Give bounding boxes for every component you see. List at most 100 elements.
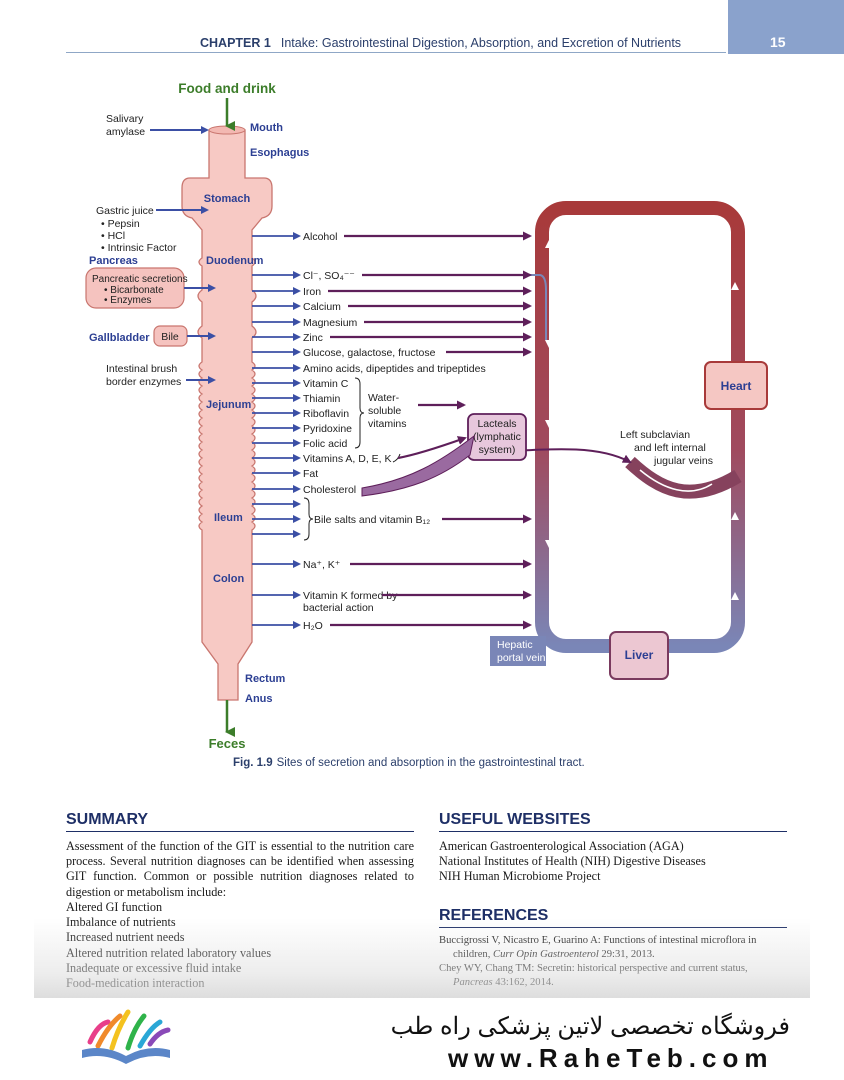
- reference-citation: 29:31, 2013.: [598, 949, 655, 960]
- watermark-persian: فروشگاه تخصصی لاتین پزشکی راه طب: [390, 1013, 790, 1040]
- liver-box: [609, 631, 669, 680]
- gastric-juice-title: Gastric juice: [96, 205, 154, 217]
- reference-journal: Curr Opin Gastroenterol: [493, 949, 599, 960]
- bile-label: Bile: [161, 331, 179, 343]
- heart-box: [704, 361, 768, 410]
- reference-journal: Pancreas: [453, 977, 493, 988]
- water-soluble-label-2: soluble: [368, 405, 401, 417]
- food-and-drink-label: Food and drink: [178, 81, 276, 96]
- list-item: Food-medication interaction: [66, 976, 205, 991]
- anus-label: Anus: [245, 693, 273, 705]
- zinc-label: Zinc: [303, 332, 323, 344]
- pancreatic-title: Pancreatic secretions: [92, 274, 188, 285]
- list-item: Altered nutrition related laboratory val…: [66, 945, 272, 960]
- portal-vein-label-2: portal vein: [497, 652, 546, 664]
- gastric-item-pepsin: • Pepsin: [101, 218, 140, 230]
- reference-item: Buccigrossi V, Nicastro E, Guarino A: Fu…: [439, 934, 789, 962]
- bile-salts-label: Bile salts and vitamin B₁₂: [314, 514, 430, 526]
- sugars-label: Glucose, galactose, fructose: [303, 347, 436, 359]
- website-item: NIH Human Microbiome Project: [439, 869, 601, 884]
- jejunum-label: Jejunum: [206, 399, 251, 411]
- list-item: Altered GI function: [66, 900, 163, 914]
- fat-label: Fat: [303, 468, 318, 480]
- amino-acids-label: Amino acids, dipeptides and tripeptides: [303, 363, 486, 375]
- magnesium-label: Magnesium: [303, 317, 358, 329]
- website-item: National Institutes of Health (NIH) Dige…: [439, 854, 706, 869]
- gastric-item-intrinsic: • Intrinsic Factor: [101, 242, 177, 254]
- page-number: 15: [770, 34, 786, 50]
- liver-label: Liver: [625, 648, 654, 662]
- ileum-label: Ileum: [214, 512, 243, 524]
- feces-label: Feces: [209, 736, 246, 751]
- subclavian-label-3: jugular veins: [653, 455, 713, 467]
- mouth-label: Mouth: [250, 122, 283, 134]
- vitamin-c-label: Vitamin C: [303, 378, 349, 390]
- websites-list: American Gastroenterological Association…: [439, 839, 789, 885]
- references-heading: REFERENCES: [439, 907, 549, 924]
- header-rule: [66, 52, 726, 53]
- list-item: Increased nutrient needs: [66, 930, 185, 945]
- lacteals-box: [467, 413, 527, 461]
- lacteals-label-1: Lacteals: [477, 418, 516, 430]
- rectum-label: Rectum: [245, 673, 286, 685]
- list-item: Imbalance of nutrients: [66, 915, 176, 930]
- calcium-label: Calcium: [303, 301, 341, 313]
- page-number-tab: [728, 0, 844, 54]
- heart-label: Heart: [721, 379, 752, 393]
- cholesterol-label: Cholesterol: [303, 484, 356, 496]
- subclavian-label-2: and left internal: [634, 442, 706, 454]
- stomach-label: Stomach: [204, 193, 251, 205]
- pancreas-label: Pancreas: [89, 255, 138, 267]
- riboflavin-label: Riboflavin: [303, 408, 349, 420]
- gastric-item-hcl: • HCl: [101, 230, 125, 242]
- gi-tract: [181, 129, 273, 701]
- list-item: Inadequate or excessive fluid intake: [66, 960, 242, 975]
- summary-rule: [66, 831, 414, 832]
- websites-heading: USEFUL WEBSITES: [439, 811, 591, 828]
- water-soluble-label-1: Water-: [368, 392, 400, 404]
- reference-text: Chey WY, Chang TM: Secretin: historical …: [439, 963, 748, 974]
- figure-caption-text: Sites of secretion and absorption in the…: [276, 757, 585, 769]
- salivary-label-1: Salivary: [106, 113, 144, 125]
- colon-label: Colon: [213, 573, 244, 585]
- figure-number: Fig. 1.9: [233, 757, 273, 769]
- chloride-label: Cl⁻, SO₄⁻⁻: [303, 270, 355, 282]
- gi-absorption-figure: Heart Liver Hepatic portal vein Lacteals…: [85, 81, 768, 751]
- running-head: CHAPTER 1 Intake: Gastrointestinal Digest…: [200, 36, 681, 50]
- salivary-label-2: amylase: [106, 126, 145, 138]
- duodenum-label: Duodenum: [206, 255, 264, 267]
- flow-arrows: [555, 221, 725, 633]
- gallbladder-label: Gallbladder: [89, 332, 150, 344]
- website-item: American Gastroenterological Association…: [439, 839, 684, 853]
- vitamin-k-label-2: bacterial action: [303, 602, 374, 614]
- summary-heading: SUMMARY: [66, 811, 149, 828]
- pancreatic-item-bicarbonate: • Bicarbonate: [104, 285, 164, 296]
- websites-rule: [439, 831, 787, 832]
- folic-acid-label: Folic acid: [303, 438, 348, 450]
- references-list: Buccigrossi V, Nicastro E, Guarino A: Fu…: [439, 934, 789, 990]
- lacteals-label-2: (lymphatic: [473, 431, 521, 443]
- sodium-potassium-label: Na⁺, K⁺: [303, 559, 341, 571]
- chapter-title: Intake: Gastrointestinal Digestion, Abso…: [280, 36, 682, 50]
- water-label: H₂O: [303, 620, 323, 632]
- vitamin-k-label-1: Vitamin K formed by: [303, 590, 398, 602]
- reference-item: Chey WY, Chang TM: Secretin: historical …: [439, 962, 789, 990]
- portal-vein-label-1: Hepatic: [497, 639, 533, 651]
- brush-border-label-2: border enzymes: [106, 376, 181, 388]
- summary-list: Altered GI function Imbalance of nutrien…: [66, 900, 414, 991]
- brush-border-label-1: Intestinal brush: [106, 363, 177, 375]
- circulation-loop: [535, 201, 745, 653]
- fat-to-lacteals: [361, 434, 475, 497]
- reference-citation: 43:162, 2014.: [492, 977, 554, 988]
- fat-soluble-vitamins-label: Vitamins A, D, E, K: [303, 453, 392, 465]
- portal-vein-tag: [490, 636, 546, 666]
- references-rule: [439, 927, 787, 928]
- watermark-url: www.RaheTeb.com: [448, 1043, 774, 1073]
- chapter-label: CHAPTER 1: [200, 36, 271, 50]
- book-logo-icon: [82, 1009, 171, 1064]
- pancreatic-item-enzymes: • Enzymes: [104, 295, 151, 306]
- alcohol-label: Alcohol: [303, 231, 337, 243]
- esophagus-label: Esophagus: [250, 147, 309, 159]
- thiamin-label: Thiamin: [303, 393, 341, 405]
